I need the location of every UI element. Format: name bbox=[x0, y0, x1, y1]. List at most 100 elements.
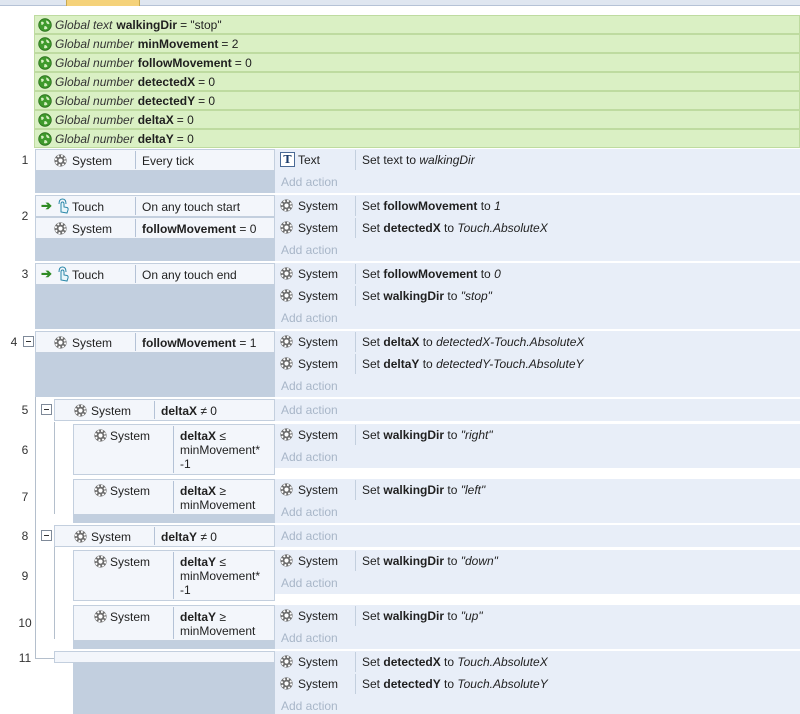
condition-object: Touch bbox=[72, 268, 105, 282]
condition-row[interactable]: System followMovement = 1 bbox=[35, 331, 275, 353]
variable-value: = 0 bbox=[176, 131, 194, 146]
action-object: System bbox=[298, 199, 339, 213]
condition-row[interactable]: System deltaX ≤ minMovement* -1 bbox=[73, 424, 275, 475]
editor-tab-strip bbox=[0, 0, 800, 6]
variable-value: = "stop" bbox=[180, 17, 222, 32]
action-row[interactable]: System Set deltaX to detectedX-Touch.Abs… bbox=[275, 331, 800, 353]
gear-icon bbox=[279, 266, 294, 284]
add-action-link[interactable]: Add action bbox=[281, 243, 338, 257]
collapse-toggle-icon[interactable] bbox=[23, 336, 34, 347]
gear-icon bbox=[93, 609, 108, 627]
action-object: System bbox=[298, 267, 339, 281]
action-row[interactable]: System Set deltaY to detectedY-Touch.Abs… bbox=[275, 353, 800, 375]
active-tab-indicator[interactable] bbox=[66, 0, 140, 6]
variable-type: Global number bbox=[55, 36, 134, 51]
variable-value: = 2 bbox=[221, 36, 239, 51]
condition-row[interactable]: System Every tick bbox=[35, 149, 275, 171]
event-block-11[interactable] bbox=[73, 663, 275, 714]
action-row[interactable]: System Set followMovement to 0 bbox=[275, 263, 800, 285]
action-text: Set followMovement to 0 bbox=[355, 264, 501, 284]
condition-text: deltaX ≠ 0 bbox=[154, 401, 217, 419]
gear-icon bbox=[53, 153, 68, 171]
gear-icon bbox=[279, 553, 294, 571]
condition-row-empty[interactable] bbox=[54, 651, 275, 663]
condition-row[interactable]: System deltaY ≤ minMovement* -1 bbox=[73, 550, 275, 601]
condition-object: System bbox=[72, 336, 113, 350]
action-row[interactable]: System Set detectedX to Touch.AbsoluteX bbox=[275, 217, 800, 239]
add-action-link[interactable]: Add action bbox=[281, 576, 338, 590]
add-action-link[interactable]: Add action bbox=[281, 450, 338, 464]
tree-line bbox=[54, 547, 55, 639]
action-row[interactable]: System Set detectedX to Touch.AbsoluteX bbox=[275, 651, 800, 673]
variable-type: Global number bbox=[55, 131, 134, 146]
global-variable-icon bbox=[38, 94, 52, 108]
variable-type: Global text bbox=[55, 17, 113, 32]
global-variable-icon bbox=[38, 113, 52, 127]
gear-icon bbox=[279, 654, 294, 672]
condition-object: System bbox=[110, 555, 151, 569]
action-object: System bbox=[298, 483, 339, 497]
variable-type: Global number bbox=[55, 55, 134, 70]
tree-line bbox=[54, 422, 55, 514]
add-action-link[interactable]: Add action bbox=[281, 175, 338, 189]
event-number: 10 bbox=[18, 616, 32, 630]
variable-name: minMovement bbox=[137, 36, 219, 51]
add-action-link[interactable]: Add action bbox=[281, 379, 338, 393]
action-object: System bbox=[298, 609, 339, 623]
action-row[interactable]: System Set detectedY to Touch.AbsoluteY bbox=[275, 673, 800, 695]
event-number: 3 bbox=[21, 267, 29, 281]
gear-icon bbox=[93, 554, 108, 572]
condition-row[interactable]: System deltaY ≥ minMovement bbox=[73, 605, 275, 641]
collapse-toggle-icon[interactable] bbox=[41, 404, 52, 415]
action-text: Set walkingDir to "stop" bbox=[355, 286, 492, 306]
condition-row[interactable]: System deltaX ≥ minMovement bbox=[73, 479, 275, 515]
action-row[interactable]: System Set walkingDir to "right" bbox=[275, 424, 800, 446]
action-text: Set text to walkingDir bbox=[355, 150, 475, 170]
action-area bbox=[275, 149, 800, 193]
condition-object: System bbox=[110, 484, 151, 498]
gear-icon bbox=[279, 608, 294, 626]
collapse-toggle-icon[interactable] bbox=[41, 530, 52, 541]
condition-object: System bbox=[110, 610, 151, 624]
condition-object: System bbox=[91, 530, 132, 544]
add-action-link[interactable]: Add action bbox=[281, 631, 338, 645]
action-object: Text bbox=[298, 153, 321, 167]
action-row[interactable]: System Set walkingDir to "left" bbox=[275, 479, 800, 501]
event-number: 11 bbox=[18, 651, 32, 665]
variable-value: = 0 bbox=[176, 112, 194, 127]
condition-row[interactable]: ➔ Touch On any touch end bbox=[35, 263, 275, 285]
action-object: System bbox=[298, 221, 339, 235]
action-row[interactable]: System Set walkingDir to "up" bbox=[275, 605, 800, 627]
add-action-link[interactable]: Add action bbox=[281, 505, 338, 519]
add-action-link[interactable]: Add action bbox=[281, 529, 338, 543]
condition-row[interactable]: System deltaX ≠ 0 bbox=[54, 399, 275, 421]
action-text: Set walkingDir to "up" bbox=[355, 606, 483, 626]
action-area bbox=[275, 195, 800, 261]
add-action-link[interactable]: Add action bbox=[281, 311, 338, 325]
condition-row[interactable]: System followMovement = 0 bbox=[35, 217, 275, 239]
condition-row[interactable]: ➔ Touch On any touch start bbox=[35, 195, 275, 217]
action-object: System bbox=[298, 655, 339, 669]
action-row[interactable]: System Set walkingDir to "down" bbox=[275, 550, 800, 572]
gear-icon bbox=[53, 221, 68, 239]
variable-name: detectedY bbox=[137, 93, 196, 108]
action-row[interactable]: System Set followMovement to 1 bbox=[275, 195, 800, 217]
add-action-link[interactable]: Add action bbox=[281, 403, 338, 417]
gear-icon bbox=[279, 427, 294, 445]
variable-value: = 0 bbox=[198, 74, 216, 89]
action-row[interactable]: T Text Set text to walkingDir bbox=[275, 149, 800, 171]
condition-text: deltaX ≥ minMovement bbox=[173, 481, 255, 513]
action-row[interactable]: System Set walkingDir to "stop" bbox=[275, 285, 800, 307]
action-text: Set deltaY to detectedY-Touch.AbsoluteY bbox=[355, 354, 584, 374]
add-action-link[interactable]: Add action bbox=[281, 699, 338, 713]
event-number: 9 bbox=[21, 569, 29, 583]
condition-row[interactable]: System deltaY ≠ 0 bbox=[54, 525, 275, 547]
event-number: 2 bbox=[21, 209, 29, 223]
